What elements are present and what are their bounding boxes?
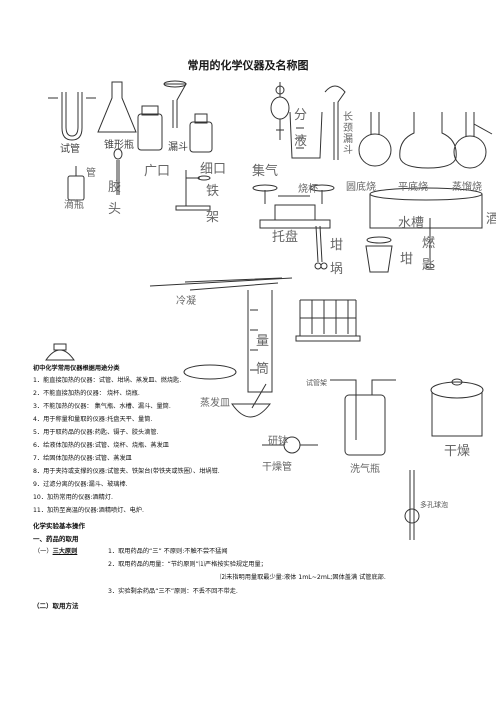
label-crucible: 坩 xyxy=(400,252,414,267)
water-trough-icon xyxy=(369,187,483,229)
label-tube-rack: 试管架 xyxy=(306,379,327,387)
crucible-icon xyxy=(365,236,393,273)
iron-stand-icon xyxy=(175,170,211,211)
porous-bulb-icon xyxy=(404,470,420,540)
label-sep-funnel-2: 液 xyxy=(294,134,308,149)
rule-1: 1．取用药品的“三” 不原则:不触不尝不猛闻 xyxy=(108,548,228,555)
label-cylinder-1: 量 xyxy=(256,334,270,349)
label-edge-right: 酒 xyxy=(486,212,496,227)
label-condenser: 冷凝 xyxy=(176,296,196,307)
label-drying-tube: 干燥管 xyxy=(262,462,292,473)
distillation-flask-icon xyxy=(453,112,493,169)
label-iron-2: 架 xyxy=(206,210,220,225)
deflagrating-spoon-icon xyxy=(425,218,435,269)
subsection-1-prefix: （一） xyxy=(34,548,53,555)
subsection-1-title: 三大原则 xyxy=(52,548,78,555)
wide-mouth-bottle-icon xyxy=(137,105,163,151)
label-dropper-2: 头 xyxy=(108,202,122,217)
dropper-bottle-icon xyxy=(67,166,85,201)
label-burner-2: 匙 xyxy=(422,258,436,273)
test-tube-rack-icon xyxy=(295,299,361,342)
label-tube-small: 管 xyxy=(86,168,96,179)
subsection-1-heading: （一）三大原则 xyxy=(34,546,77,558)
dropper-icon xyxy=(113,148,123,195)
section-1-heading: 一、药品的取用 xyxy=(33,535,79,543)
condenser-icon xyxy=(149,277,293,291)
reagent-bottle-icon xyxy=(189,113,213,153)
separatory-funnel-icon xyxy=(270,82,290,140)
label-porous-bulb: 多孔球泡 xyxy=(420,501,448,509)
classification-item-7: 7．给固体加热的仪器:试管、蒸发皿 xyxy=(33,455,132,462)
classification-item-11: 11．加热至高温的仪器:酒精喷灯、电炉. xyxy=(33,507,144,514)
rule-2b: ⑵未指明用量取最少量:液体 1mL~2mL;固体盖满 试管底部. xyxy=(220,574,386,581)
label-water-trough: 水槽 xyxy=(398,216,425,231)
section-intro: 初中化学常用仪器根据用途分类 xyxy=(33,365,120,372)
label-mortar: 研钵 xyxy=(268,436,288,447)
classification-item-2: 2．不能直接加热的仪器： 烧杯、烧瓶. xyxy=(33,390,140,397)
rule-2: 2．取用药品的用量：“节约原则”⑴严格按实验规定用量； xyxy=(108,561,267,568)
label-dropper-bottle: 滴瓶 xyxy=(64,200,84,211)
page-title: 常用的化学仪器及名称图 xyxy=(187,59,309,72)
funnel-icon xyxy=(163,80,187,128)
balance-icon xyxy=(252,184,335,229)
mortar-pestle-icon xyxy=(231,383,272,418)
label-wash-bottle: 洗气瓶 xyxy=(350,464,380,475)
label-gas-jar: 集气 xyxy=(252,164,279,179)
classification-item-8: 8．用于夹持或支撑的仪器:试管夹、铁架台(带铁夹或铁圈）、坩埚钳. xyxy=(33,468,220,475)
label-dropper-1: 胶 xyxy=(108,180,122,195)
label-distill-flask: 蒸馏烧 xyxy=(452,182,482,193)
classification-item-1: 1．能直接加热的仪器：试管、坩埚、蒸发皿、燃烧匙. xyxy=(33,377,182,384)
alcohol-lamp-icon xyxy=(45,343,75,361)
gas-wash-bottle-icon xyxy=(330,379,396,456)
label-desiccator: 干燥 xyxy=(444,444,471,459)
label-narrow-bottle: 细口 xyxy=(200,162,227,177)
u-tube-icon xyxy=(48,92,96,141)
label-iron-1: 铁 xyxy=(206,184,220,199)
label-flat-flask: 平底烧 xyxy=(398,182,428,193)
evaporating-dish-icon xyxy=(183,364,237,380)
classification-item-4: 4．用于称量和量取的仪器:托盘天平、量筒. xyxy=(33,416,153,423)
erlenmeyer-flask-icon xyxy=(97,81,137,133)
classification-item-10: 10．加热常用的仪器:酒精灯. xyxy=(33,494,113,501)
classification-item-5: 5．用于取药品的仪器:药匙、镊子、胶头滴管. xyxy=(33,429,159,436)
graduated-beaker-icon xyxy=(289,111,323,159)
label-funnel: 漏斗 xyxy=(168,142,188,153)
drying-tube-icon xyxy=(262,436,318,454)
label-tongs-2: 埚 xyxy=(330,262,344,277)
long-neck-funnel-icon xyxy=(324,85,346,160)
label-evap-dish: 蒸发皿 xyxy=(200,398,230,409)
classification-item-3: 3．不能加热的仪器： 集气瓶、水槽、漏斗、量筒. xyxy=(33,403,171,410)
label-test-tube: 试管 xyxy=(60,144,80,155)
desiccator-icon xyxy=(430,378,484,437)
basics-heading: 化学实验基本操作 xyxy=(33,522,85,530)
label-tongs-1: 坩 xyxy=(330,238,344,253)
label-long-funnel: 长颈漏斗 xyxy=(343,112,353,156)
rule-3: 3．实验剩余药品“三不”原则：不丢不回不带走. xyxy=(108,588,238,595)
label-erlenmeyer: 锥形瓶 xyxy=(104,140,134,151)
label-cylinder-2: 筒 xyxy=(256,362,270,377)
label-balance: 托盘 xyxy=(272,230,299,245)
label-wide-bottle: 广口 xyxy=(144,164,171,179)
label-beaker: 烧杯 xyxy=(298,184,318,195)
subsection-2-heading: （二）取用方法 xyxy=(33,602,79,610)
crucible-tongs-icon xyxy=(314,225,328,270)
classification-item-6: 6．给液体加热的仪器:试管、烧杯、烧瓶、蒸发皿 xyxy=(33,442,169,449)
label-round-flask: 圆底烧 xyxy=(346,182,376,193)
flat-bottom-flask-icon xyxy=(399,112,457,169)
classification-item-9: 9．过滤分离的仪器:漏斗、玻璃棒. xyxy=(33,481,128,488)
round-flask-icon xyxy=(358,112,392,167)
label-burner-1: 燃 xyxy=(422,236,436,251)
label-sep-funnel-1: 分 xyxy=(294,108,308,123)
measuring-cylinder-icon xyxy=(247,290,273,393)
